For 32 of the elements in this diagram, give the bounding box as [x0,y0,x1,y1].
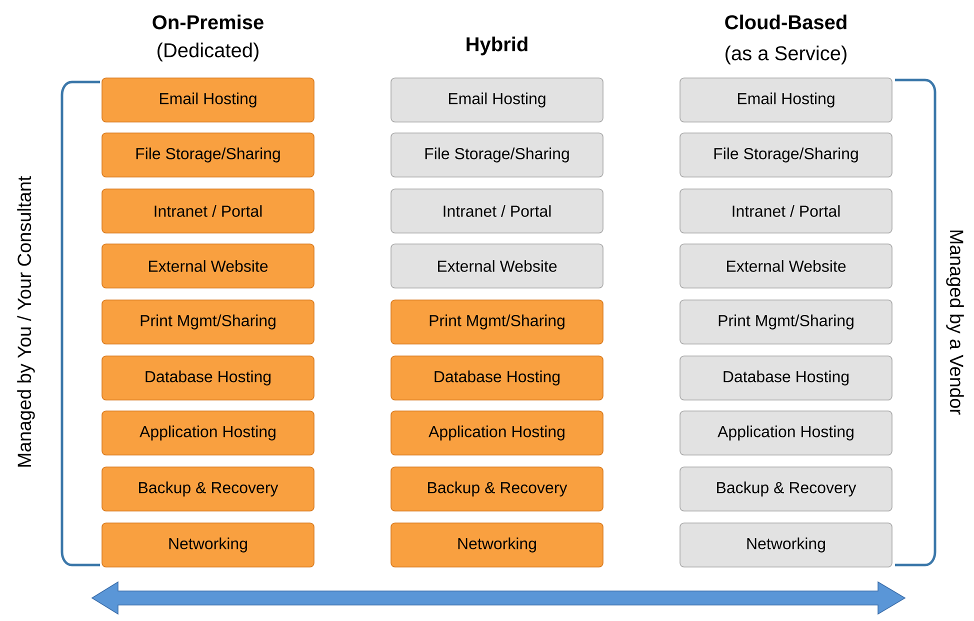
service-box: External Website [680,244,892,288]
service-box: Intranet / Portal [680,188,892,234]
service-box: Print Mgmt/Sharing [680,300,892,344]
service-box: Networking [680,522,892,568]
service-box: Networking [102,522,314,568]
service-box: Print Mgmt/Sharing [102,300,314,344]
service-box: Email Hosting [102,78,314,122]
service-box: Email Hosting [390,78,604,122]
service-box: Networking [390,522,604,568]
service-box: File Storage/Sharing [102,132,314,178]
service-box: Intranet / Portal [102,188,314,234]
service-box: Application Hosting [102,410,314,456]
service-box: File Storage/Sharing [390,132,604,178]
service-box: Backup & Recovery [102,466,314,512]
column-heading: Hybrid [466,36,528,56]
side-label: Managed by You / Your Consultant [17,176,35,467]
side-label: Managed by a Vendor [946,230,964,415]
service-box: Email Hosting [680,78,892,122]
service-box: Database Hosting [390,356,604,400]
column-heading: Cloud-Based [725,14,846,30]
service-box: Backup & Recovery [390,466,604,512]
service-box: File Storage/Sharing [680,132,892,178]
column-heading: On-Premise [152,14,264,30]
service-box: Intranet / Portal [390,188,604,234]
service-box: Print Mgmt/Sharing [390,300,604,344]
service-box: Database Hosting [102,356,314,400]
service-box: Application Hosting [390,410,604,456]
service-box: Application Hosting [680,410,892,456]
service-box: Database Hosting [680,356,892,400]
service-box: External Website [102,244,314,288]
service-box: External Website [390,244,604,288]
service-box: Backup & Recovery [680,466,892,512]
